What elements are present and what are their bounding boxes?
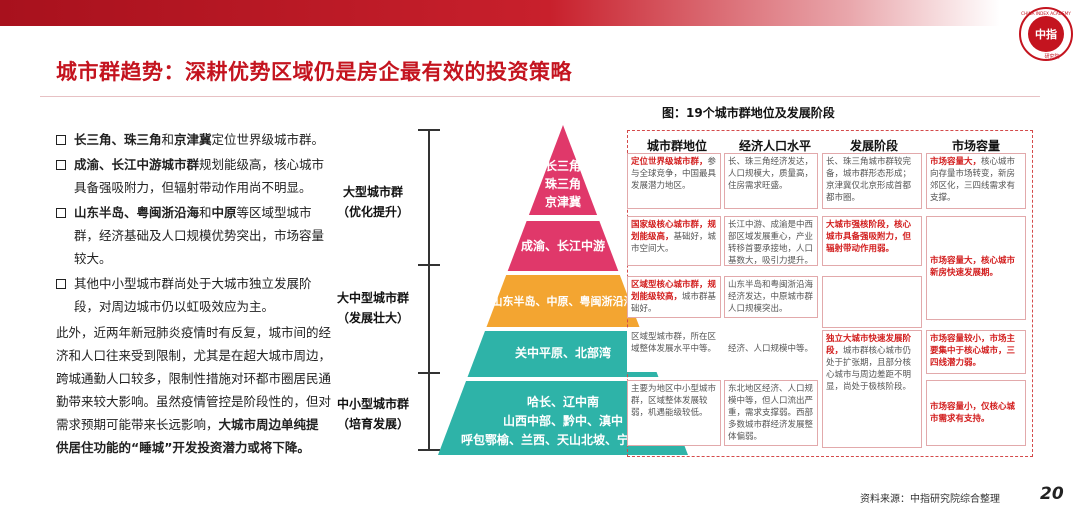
table-cell-merged: 市场容量大，核心城市新房快速发展期。 <box>926 216 1026 320</box>
city-cluster-pyramid: 长三角珠三角京津冀 成渝、长江中游 山东半岛、中原、粤闽浙沿海 关中平原、北部湾… <box>438 125 688 455</box>
table-cell: 经济、人口规模中等。 <box>724 340 818 368</box>
pyramid-tier-base <box>438 381 688 455</box>
pyramid-tier-4 <box>467 331 659 377</box>
table-cell: 山东半岛和粤闽浙沿海经济发达，中原城市群人口规模突出。 <box>724 276 818 318</box>
table-cell <box>822 276 922 328</box>
bullet-item: 长三角、珠三角和京津冀定位世界级城市群。 <box>56 128 331 151</box>
page-title: 城市群趋势：深耕优势区域仍是房企最有效的投资策略 <box>56 60 572 84</box>
checkbox-square-icon <box>56 208 66 218</box>
level-bracket <box>428 130 430 450</box>
table-cell: 东北地区经济、人口规模中等，但人口流出严重，需求支撑弱。西部多数城市群经济发展整… <box>724 380 818 446</box>
column-header-position: 城市群地位 <box>646 139 707 153</box>
column-header-stage: 发展阶段 <box>849 139 898 153</box>
pyramid-label-2: 成渝、长江中游 <box>520 239 605 253</box>
level-large: 大型城市群（优化提升） <box>336 185 409 219</box>
pyramid-tier-3 <box>486 275 640 327</box>
page-number: 20 <box>1040 484 1064 504</box>
column-header-economy: 经济人口水平 <box>738 139 811 153</box>
bracket-tick <box>418 129 440 131</box>
table-cell: 长、珠三角经济发达，人口规模大，质量高，住房需求旺盛。 <box>724 153 818 209</box>
summary-paragraph: 此外，近两年新冠肺炎疫情时有反复，城市间的经济和人口往来受到限制，尤其是在超大城… <box>56 325 332 455</box>
logo-center-text: 中指 <box>1035 27 1057 41</box>
bracket-tick <box>418 372 440 374</box>
china-index-academy-logo: 中指 CHINA INDEX ACADEMY 研究院 <box>1019 7 1073 61</box>
level-small-medium: 中小型城市群（培育发展） <box>336 397 409 431</box>
table-cell: 大城市强核阶段，核心城市具备强吸附力，但辐射带动作用弱。 <box>822 216 922 266</box>
level-medium-large: 大中型城市群（发展壮大） <box>336 291 409 325</box>
table-cell: 长江中游、成渝是中西部区域发展重心，产业转移首要承接地，人口基数大，吸引力提升。 <box>724 216 818 266</box>
left-text-panel: 长三角、珠三角和京津冀定位世界级城市群。 成渝、长江中游城市群规划能级高，核心城… <box>56 128 331 459</box>
bracket-tick <box>418 264 440 266</box>
table-cell: 区域型核心城市群，规划能级较高，城市群基础好。 <box>627 276 721 318</box>
pyramid-graphic <box>438 125 688 455</box>
checkbox-square-icon <box>56 160 66 170</box>
table-cell: 市场容量较小，市场主要集中于核心城市，三四线潜力弱。 <box>926 330 1026 374</box>
table-cell: 市场容量大，核心城市向存量市场转变，新房郊区化，三四线需求有支撑。 <box>926 153 1026 209</box>
checkbox-square-icon <box>56 279 66 289</box>
table-cell: 定位世界级城市群，参与全球竞争，中国最具发展潜力地区。 <box>627 153 721 209</box>
header-banner <box>0 0 1000 26</box>
column-header-market: 市场容量 <box>951 139 1000 153</box>
bullet-item: 成渝、长江中游城市群规划能级高，核心城市具备强吸附力，但辐射带动作用尚不明显。 <box>56 153 331 199</box>
table-cell: 独立大城市快速发展阶段，城市群核心城市仍处于扩张期，且部分核心城市与周边差距不明… <box>822 330 922 448</box>
title-divider <box>40 96 1040 97</box>
checkbox-square-icon <box>56 135 66 145</box>
bullet-item: 其他中小型城市群尚处于大城市独立发展阶段，对周边城市仍以虹吸效应为主。 <box>56 272 331 318</box>
bracket-tick <box>418 449 440 451</box>
source-note: 资料来源：中指研究院综合整理 <box>860 494 1000 505</box>
logo-top-text: CHINA INDEX ACADEMY <box>1021 11 1071 16</box>
pyramid-label-4: 关中平原、北部湾 <box>514 346 611 360</box>
table-cell: 市场容量小，仅核心城市需求有支持。 <box>926 380 1026 446</box>
table-title: 图：19个城市群地位及发展阶段 <box>662 106 835 120</box>
table-cell: 长、珠三角城市群较完备，城市群形态形成；京津冀仅北京形成首都都市圈。 <box>822 153 922 209</box>
logo-bottom-text: 研究院 <box>1044 53 1059 60</box>
table-cell: 区域型城市群，所在区域整体发展水平中等。 <box>627 328 721 372</box>
pyramid-tier-top <box>528 125 598 215</box>
pyramid-label-top: 长三角珠三角京津冀 <box>544 159 581 209</box>
table-cell: 主要为地区中小型城市群，区域整体发展较弱，机遇能级较低。 <box>627 380 721 446</box>
bullet-item: 山东半岛、粤闽浙沿海和中原等区域型城市群，经济基础及人口规模优势突出，市场容量较… <box>56 201 331 270</box>
table-cell: 国家级核心城市群，规划能级高，基础好，城市空间大。 <box>627 216 721 266</box>
pyramid-tier-2 <box>507 221 619 271</box>
pyramid-label-3: 山东半岛、中原、粤闽浙沿海 <box>491 295 635 308</box>
pyramid-label-base: 哈长、辽中南山西中部、黔中、滇中呼包鄂榆、兰西、天山北坡、宁夏沿黄 <box>460 395 665 447</box>
